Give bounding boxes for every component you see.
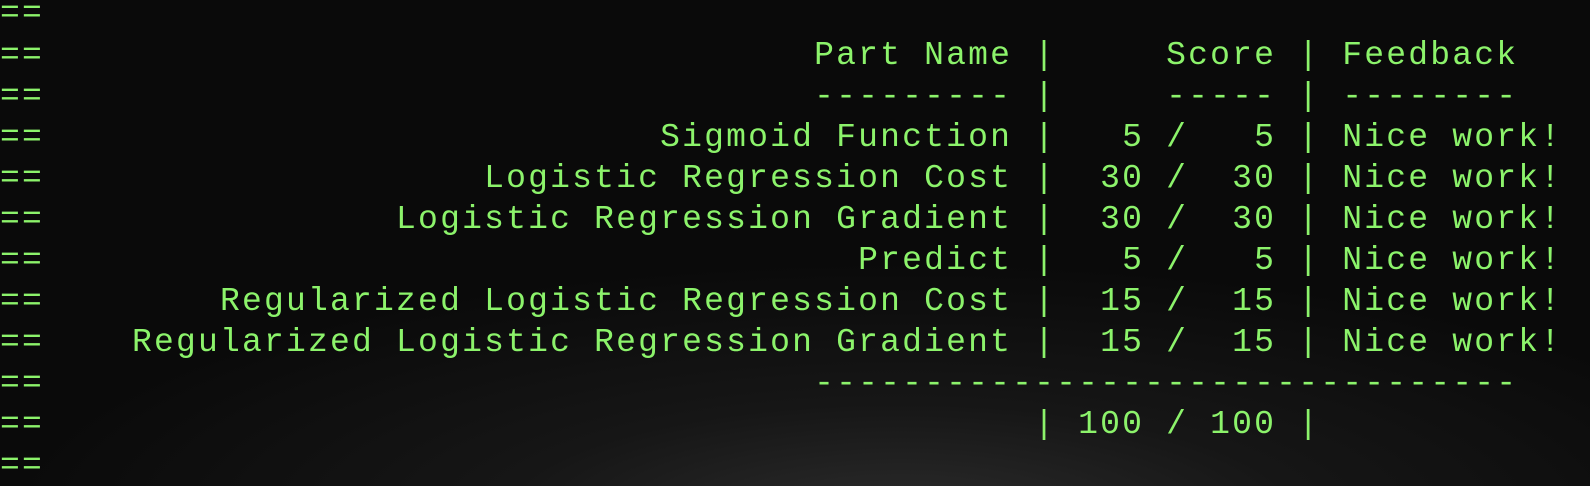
table-header-row: == Part Name | Score | Feedback [0,37,1519,74]
table-header-separator: == --------- | ----- | -------- [0,78,1519,115]
table-row: == Regularized Logistic Regression Cost … [0,283,1563,320]
terminal-line: == [0,447,45,484]
table-row: == Predict | 5 / 5 | Nice work! [0,242,1563,279]
terminal-line: == [0,0,45,32]
table-row: == Logistic Regression Gradient | 30 / 3… [0,201,1563,238]
table-row: == Regularized Logistic Regression Gradi… [0,324,1563,361]
table-row: == Sigmoid Function | 5 / 5 | Nice work! [0,119,1563,156]
total-score-row: == | 100 / 100 | [0,406,1321,443]
table-footer-separator: == -------------------------------- [0,365,1519,402]
table-row: == Logistic Regression Cost | 30 / 30 | … [0,160,1563,197]
